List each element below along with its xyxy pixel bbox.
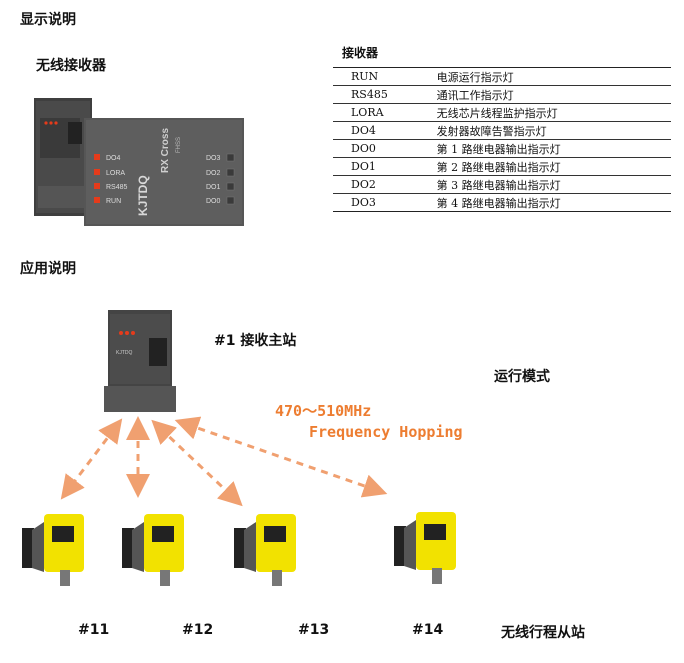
led-name: DO4	[333, 121, 437, 140]
led-name: RUN	[333, 67, 437, 86]
led-name: DO3	[333, 193, 437, 212]
led-label-do0: DO0	[206, 198, 221, 205]
led-name: RS485	[333, 85, 437, 104]
led-name: DO2	[333, 175, 437, 194]
led-desc: 第 2 路继电器输出指示灯	[436, 157, 671, 176]
wireless-links	[60, 416, 388, 507]
receiver-photo: DO4 LORA RS485 RUN KJTDQ RX Cross FHSS D…	[34, 98, 244, 226]
led-label-lora: LORA	[106, 170, 125, 177]
master-brand-text: KJTDQ	[116, 350, 133, 356]
led-label-do3: DO3	[206, 155, 221, 162]
led-label-run: RUN	[106, 198, 121, 205]
station-label-14: #14	[412, 622, 444, 638]
led-desc: 发射器故障告警指示灯	[436, 121, 671, 140]
led-label-rs485: RS485	[106, 184, 128, 191]
frequency-range: 470～510MHz	[275, 402, 372, 420]
brand-text: KJTDQ	[136, 175, 150, 216]
operating-mode-label: 运行模式	[494, 369, 550, 385]
master-station-label: #1 接收主站	[214, 333, 297, 349]
model-text: RX Cross	[160, 128, 171, 173]
frequency-mode: Frequency Hopping	[309, 423, 463, 441]
document-title: 显示说明	[20, 12, 76, 28]
led-label-do4: DO4	[106, 155, 121, 162]
led-name: DO0	[333, 139, 437, 158]
led-desc: 通讯工作指示灯	[436, 85, 671, 104]
led-name: LORA	[333, 103, 437, 122]
application-heading: 应用说明	[20, 261, 76, 277]
sensor-11	[22, 514, 84, 586]
table-caption: 接收器	[342, 46, 379, 60]
led-label-do2: DO2	[206, 170, 221, 177]
led-name: DO1	[333, 157, 437, 176]
led-desc: 第 4 路继电器输出指示灯	[436, 193, 671, 212]
sensor-14	[394, 512, 456, 584]
station-label-12: #12	[182, 622, 214, 638]
led-desc: 无线芯片线程监护指示灯	[436, 103, 671, 122]
led-desc: 第 1 路继电器输出指示灯	[436, 139, 671, 158]
application-diagram: KJTDQ	[22, 310, 456, 586]
led-desc: 第 3 路继电器输出指示灯	[436, 175, 671, 194]
master-receiver-device: KJTDQ	[104, 310, 176, 412]
receiver-heading: 无线接收器	[36, 58, 106, 74]
led-desc: 电源运行指示灯	[436, 67, 671, 86]
sub-model-text: FHSS	[176, 137, 182, 153]
station-label-11: #11	[78, 622, 110, 638]
slave-station-label: 无线行程从站	[501, 625, 585, 641]
led-label-do1: DO1	[206, 184, 221, 191]
sensor-13	[234, 514, 296, 586]
sensor-12	[122, 514, 184, 586]
link-11	[60, 418, 123, 500]
station-label-13: #13	[298, 622, 330, 638]
link-13	[151, 419, 243, 507]
